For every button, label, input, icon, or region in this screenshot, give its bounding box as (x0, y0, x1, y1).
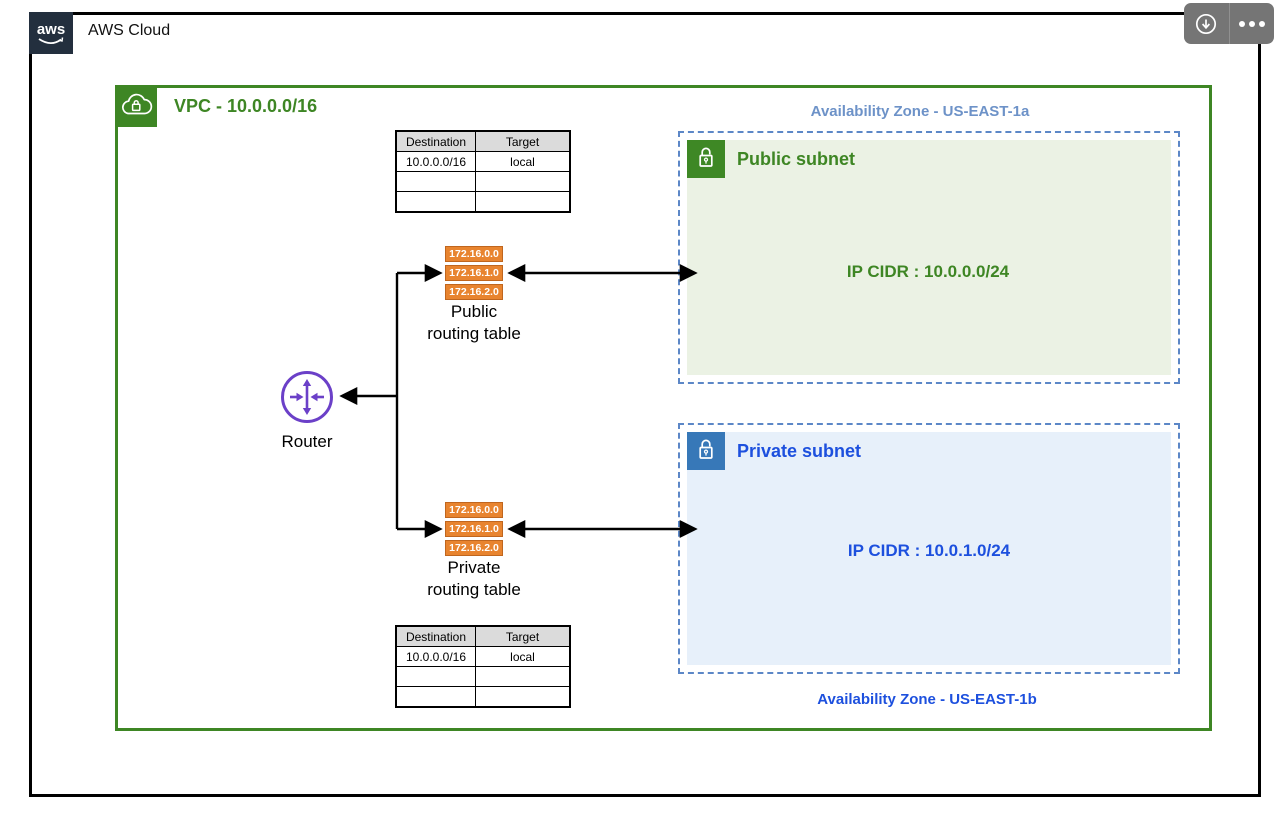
public-routing-table-label: Public routing table (427, 302, 521, 343)
viewer-toolbar (1184, 3, 1274, 44)
router-icon (281, 371, 333, 423)
more-options-button[interactable] (1228, 3, 1275, 44)
table-header-row: Destination Target (395, 130, 571, 152)
public-subnet-cidr: IP CIDR : 10.0.0.0/24 (846, 262, 1010, 281)
router-label: Router (281, 432, 333, 451)
table-cell: local (475, 646, 571, 667)
table-cell (475, 686, 571, 708)
table-cell: 10.0.0.0/16 (395, 151, 476, 172)
table-cell: 10.0.0.0/16 (395, 646, 476, 667)
ellipsis-icon (1238, 20, 1265, 27)
table-cell (395, 191, 476, 213)
vpc-label: VPC - 10.0.0.0/16 (174, 96, 318, 116)
table-row (395, 686, 571, 708)
aws-logo-icon: aws (37, 21, 65, 45)
private-route-entry: 172.16.2.0 (445, 540, 503, 556)
table-row: 10.0.0.0/16 local (395, 151, 571, 172)
public-subnet-title: Public subnet (737, 149, 856, 169)
download-button[interactable] (1184, 3, 1229, 44)
private-route-entry: 172.16.1.0 (445, 521, 503, 537)
table-cell (395, 686, 476, 708)
table-header-row: Destination Target (395, 625, 571, 647)
table-cell (395, 666, 476, 687)
aws-logo: aws (29, 12, 73, 54)
table-cell: local (475, 151, 571, 172)
table-cell (395, 171, 476, 192)
private-subnet-lock-icon (687, 432, 725, 470)
route-table-top: Destination Target 10.0.0.0/16 local (395, 130, 571, 213)
route-table-bottom: Destination Target 10.0.0.0/16 local (395, 625, 571, 708)
vpc-cloud-lock-icon (115, 85, 157, 127)
table-cell (475, 666, 571, 687)
download-icon (1196, 13, 1217, 34)
public-route-entry: 172.16.2.0 (445, 284, 503, 300)
table-row: 10.0.0.0/16 local (395, 646, 571, 667)
table-cell (475, 191, 571, 213)
private-subnet-area (687, 432, 1171, 665)
table-header-cell: Destination (395, 625, 476, 647)
vpc-boundary (115, 85, 1212, 731)
availability-zone-bottom-label: Availability Zone - US-EAST-1b (817, 691, 1037, 708)
availability-zone-top-label: Availability Zone - US-EAST-1a (810, 103, 1030, 120)
public-route-entry: 172.16.0.0 (445, 246, 503, 262)
table-header-cell: Target (475, 625, 571, 647)
table-header-cell: Target (475, 130, 571, 152)
table-cell (475, 171, 571, 192)
public-subnet-lock-icon (687, 140, 725, 178)
private-subnet-boundary (678, 423, 1180, 674)
private-subnet-title: Private subnet (737, 441, 862, 461)
page-title: AWS Cloud (88, 22, 171, 39)
table-row (395, 666, 571, 687)
private-routing-table-label: Private routing table (427, 558, 521, 599)
private-subnet-cidr: IP CIDR : 10.0.1.0/24 (847, 541, 1011, 560)
public-subnet-area (687, 140, 1171, 375)
diagram-outer-frame (29, 12, 1261, 797)
table-row (395, 191, 571, 213)
aws-logo-text: aws (37, 21, 65, 38)
table-header-cell: Destination (395, 130, 476, 152)
public-route-entry: 172.16.1.0 (445, 265, 503, 281)
private-route-entry: 172.16.0.0 (445, 502, 503, 518)
table-row (395, 171, 571, 192)
public-subnet-boundary (678, 131, 1180, 384)
